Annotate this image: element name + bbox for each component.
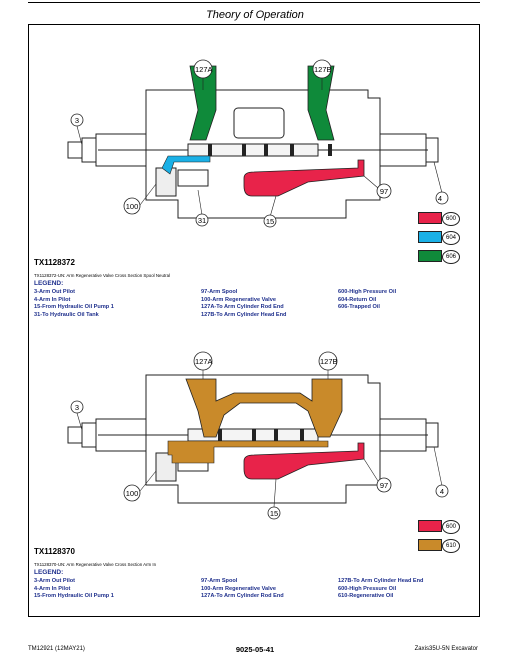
legend-item: 100-Arm Regenerative Valve xyxy=(201,296,276,303)
swatch-600 xyxy=(418,212,442,224)
swatch-label-600: 600 xyxy=(442,520,460,534)
legend-item: 606-Trapped Oil xyxy=(338,304,380,310)
legend-item: 15-From Hydraulic Oil Pump 1 xyxy=(34,593,114,599)
legend-title-arm-in: LEGEND: xyxy=(34,569,64,576)
callout-127a: 127A xyxy=(195,65,213,74)
callout-31: 31 xyxy=(197,216,207,225)
legend-item: 100-Arm Regenerative Valve xyxy=(201,585,276,592)
callout-4: 4 xyxy=(437,194,443,203)
legend-item: 3-Arm Out Pilot xyxy=(34,289,76,295)
swatch-604 xyxy=(418,231,442,243)
legend-item: 127B-To Arm Cylinder Head End xyxy=(338,578,424,584)
footer-model: Zaxis35U-5N Excavator xyxy=(414,646,478,652)
callout-3: 3 xyxy=(74,403,80,412)
legend-item: 97-Arm Spool xyxy=(201,578,238,584)
legend-title-neutral: LEGEND: xyxy=(34,280,64,287)
legend-item: 127B-To Arm Cylinder Head End xyxy=(201,311,287,318)
callout-97: 97 xyxy=(379,187,389,196)
section-title: Theory of Operation xyxy=(206,9,304,21)
swatch-610 xyxy=(418,539,442,551)
callout-127b: 127B xyxy=(320,357,338,366)
callout-15: 15 xyxy=(265,217,275,226)
footer-manual-id: TM12921 (12MAY21) xyxy=(28,646,85,652)
swatch-label-610: 610 xyxy=(442,539,460,553)
swatch-600 xyxy=(418,520,442,532)
legend-item: 127A-To Arm Cylinder Rod End xyxy=(201,593,284,599)
figure-id-arm-in: TX1128370 xyxy=(34,547,75,556)
swatch-label-604: 604 xyxy=(442,231,460,245)
callout-15: 15 xyxy=(269,509,279,518)
legend-item: 127A-To Arm Cylinder Rod End xyxy=(201,304,284,310)
legend-col-2-neutral: 97-Arm Spool 100-Arm Regenerative Valve … xyxy=(201,289,286,319)
callout-3: 3 xyxy=(74,116,80,125)
swatch-label-600: 600 xyxy=(442,212,460,226)
callout-127b: 127B xyxy=(314,65,332,74)
callout-97: 97 xyxy=(379,481,389,490)
legend-col-1-neutral: 3-Arm Out Pilot 4-Arm In Pilot 15-From H… xyxy=(34,289,114,319)
callouts-neutral xyxy=(70,59,449,228)
swatch-label-606: 606 xyxy=(442,250,460,264)
legend-item: 600-High Pressure Oil xyxy=(338,585,397,592)
figure-caption-neutral: TX1128372-UN: Arm Regenerative Valve Cro… xyxy=(34,273,171,278)
legend-col-3-neutral: 600-High Pressure Oil 604-Return Oil 606… xyxy=(338,289,396,312)
legend-item: 3-Arm Out Pilot xyxy=(34,578,76,584)
swatch-606 xyxy=(418,250,442,262)
callout-127a: 127A xyxy=(195,357,213,366)
legend-item: 600-High Pressure Oil xyxy=(338,289,397,295)
valve-diagram-neutral xyxy=(67,65,443,219)
legend-item: 4-Arm In Pilot xyxy=(34,296,71,303)
header-rule xyxy=(28,2,480,3)
legend-item: 31-To Hydraulic Oil Tank xyxy=(34,311,99,318)
page-frame xyxy=(28,24,480,617)
legend-item: 97-Arm Spool xyxy=(201,289,238,295)
callout-100: 100 xyxy=(125,489,139,498)
legend-col-3-arm-in: 127B-To Arm Cylinder Head End 600-High P… xyxy=(338,578,423,601)
callout-4: 4 xyxy=(439,487,445,496)
footer-page-number: 9025-05-41 xyxy=(235,645,275,654)
legend-col-1-arm-in: 3-Arm Out Pilot 4-Arm In Pilot 15-From H… xyxy=(34,578,114,601)
legend-col-2-arm-in: 97-Arm Spool 100-Arm Regenerative Valve … xyxy=(201,578,284,601)
figure-id-neutral: TX1128372 xyxy=(34,258,75,267)
legend-item: 604-Return Oil xyxy=(338,296,377,303)
valve-diagram-arm-in xyxy=(67,351,449,520)
figure-caption-arm-in: TX1128370-UN: Arm Regenerative Valve Cro… xyxy=(34,562,157,567)
legend-item: 610-Regenerative Oil xyxy=(338,593,394,599)
callout-100: 100 xyxy=(125,202,139,211)
legend-item: 15-From Hydraulic Oil Pump 1 xyxy=(34,304,114,310)
legend-item: 4-Arm In Pilot xyxy=(34,585,71,592)
